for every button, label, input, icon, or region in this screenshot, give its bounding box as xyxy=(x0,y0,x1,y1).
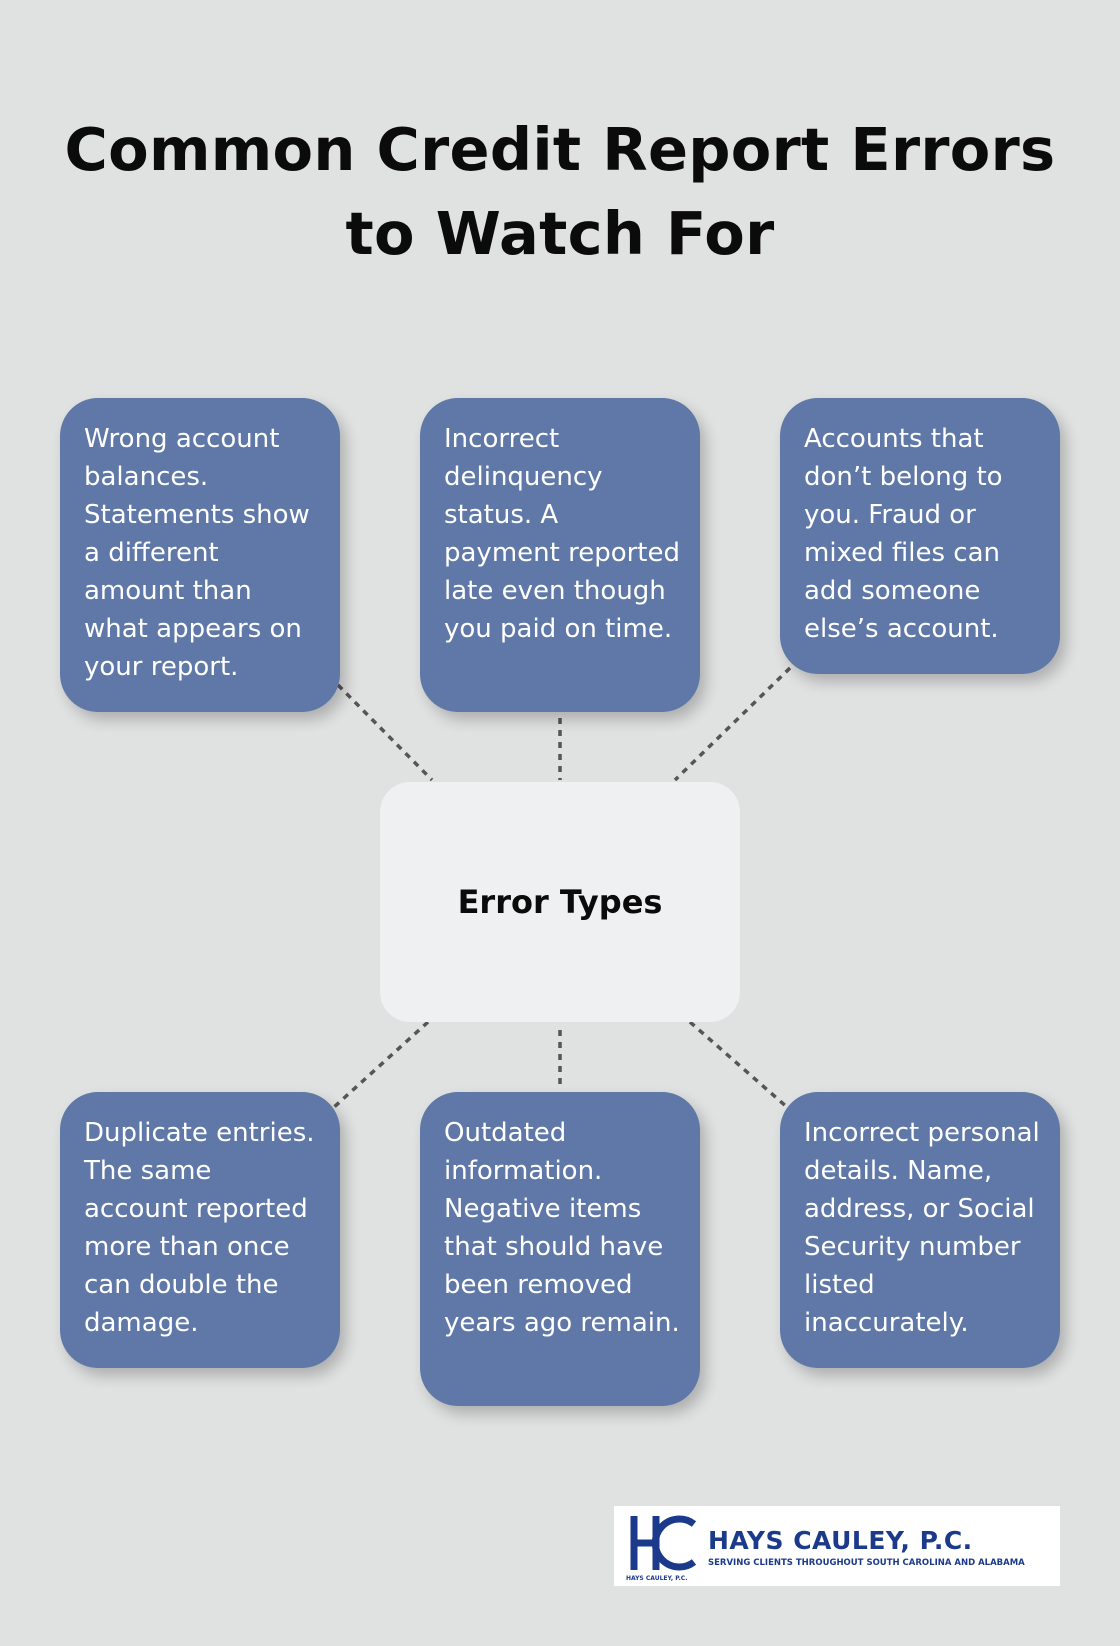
error-card-unknown-accounts: Accounts that don’t belong to you. Fraud… xyxy=(780,398,1060,674)
error-card-outdated-information: Outdated information. Negative items tha… xyxy=(420,1092,700,1406)
error-card-text: Incorrect delinquency status. A payment … xyxy=(444,424,680,644)
error-card-text: Wrong account balances. Statements show … xyxy=(84,424,310,682)
page-title: Common Credit Report Errors to Watch For xyxy=(64,115,1056,268)
logo-small-text: HAYS CAULEY, P.C. xyxy=(626,1575,688,1582)
error-card-text: Incorrect personal details. Name, addres… xyxy=(804,1118,1040,1338)
logo-tagline: SERVING CLIENTS THROUGHOUT SOUTH CAROLIN… xyxy=(708,1558,1025,1568)
error-card-duplicate-entries: Duplicate entries. The same account repo… xyxy=(60,1092,340,1368)
center-node: Error Types xyxy=(380,782,740,1022)
error-card-text: Duplicate entries. The same account repo… xyxy=(84,1118,315,1338)
error-card-wrong-balances: Wrong account balances. Statements show … xyxy=(60,398,340,712)
logo-company-name: HAYS CAULEY, P.C. xyxy=(708,1526,973,1555)
connector-bottom-left xyxy=(331,1020,430,1110)
error-card-personal-details: Incorrect personal details. Name, addres… xyxy=(780,1092,1060,1368)
error-card-delinquency-status: Incorrect delinquency status. A payment … xyxy=(420,398,700,712)
error-card-text: Accounts that don’t belong to you. Fraud… xyxy=(804,424,1003,644)
connector-top-right xyxy=(673,666,792,782)
hc-monogram-icon xyxy=(630,1515,697,1571)
connector-bottom-right xyxy=(688,1020,790,1110)
center-node-label: Error Types xyxy=(457,883,663,921)
connector-top-left xyxy=(336,683,434,782)
error-card-text: Outdated information. Negative items tha… xyxy=(444,1118,680,1338)
company-logo: HAYS CAULEY, P.C. SERVING CLIENTS THROUG… xyxy=(614,1506,1060,1586)
